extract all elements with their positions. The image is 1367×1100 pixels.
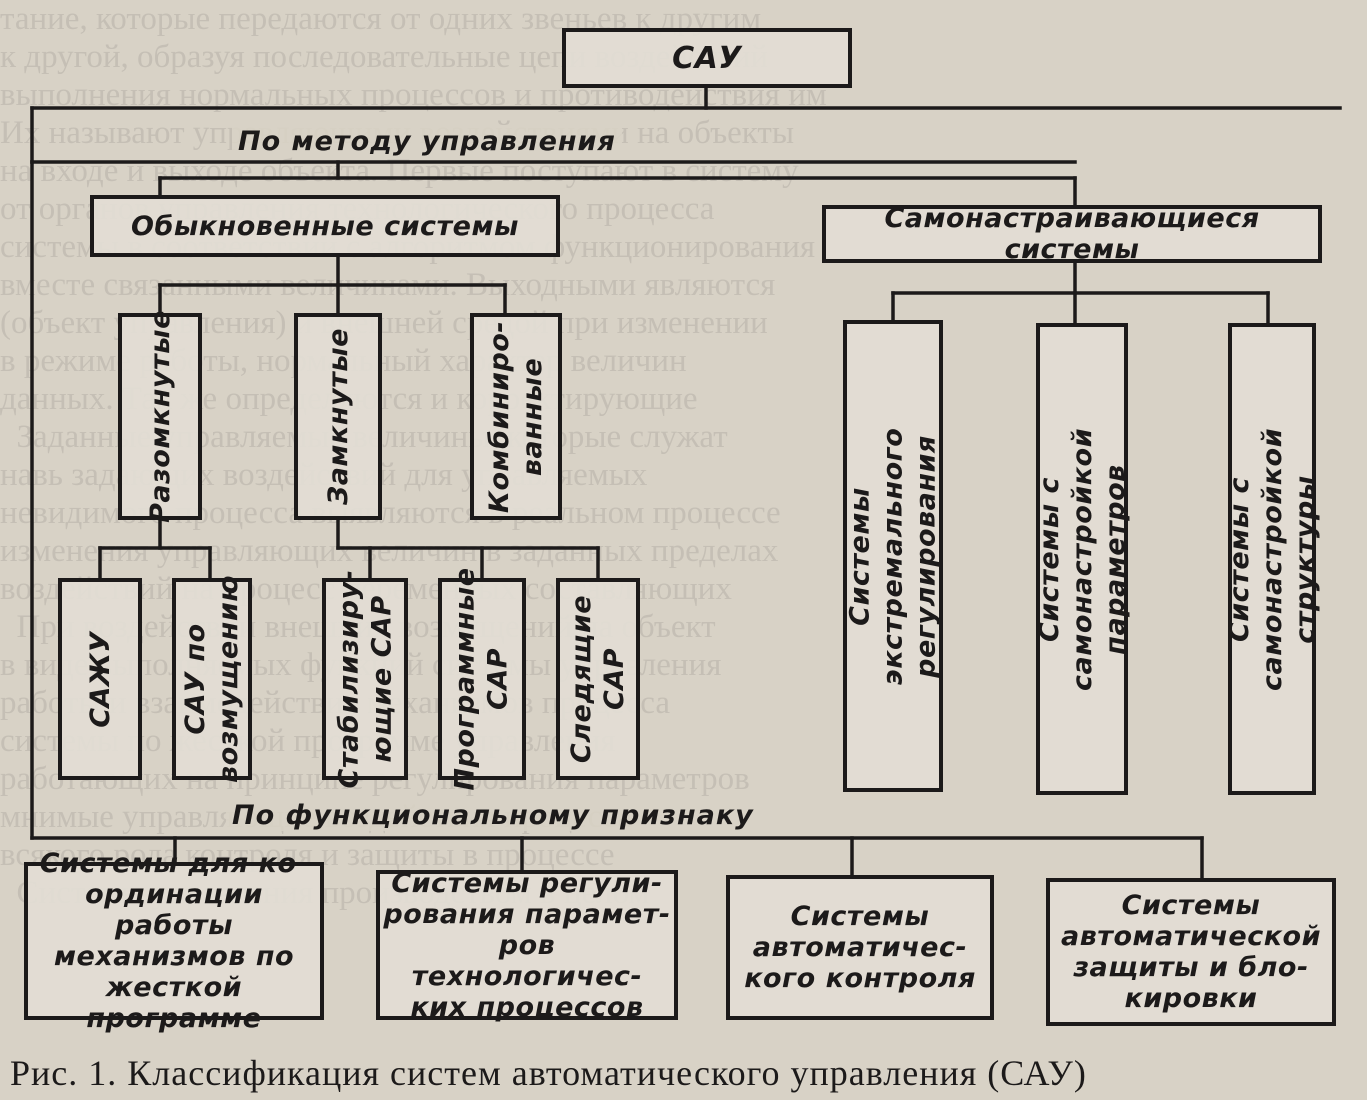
protection-label: Системы автоматической защиты и бло- кир… (1060, 890, 1321, 1014)
program-node: Программные САР (438, 567, 526, 791)
struct-adapt-label: Системы с самонастройкой структуры (1223, 427, 1321, 691)
extremal-label: Системы экстремального регулирования (844, 427, 942, 685)
sau-disturbance-node: САУ по возмущению (172, 575, 252, 783)
control-node: Системы автоматичес- кого контроля (726, 875, 994, 1020)
combined-node: Комбиниро- ванные (470, 313, 562, 520)
sazhu-label: САЖУ (84, 630, 116, 728)
sazhu-node: САЖУ (58, 578, 142, 780)
program-label: Программные САР (450, 567, 514, 791)
open-loop-node: Разомкнутые (118, 310, 202, 523)
coordination-label: Системы для ко- ординации работы механиз… (39, 848, 309, 1034)
tracking-label: Следящие САР (566, 594, 630, 764)
regulation-node: Системы регули- рования парамет- ров тех… (376, 867, 678, 1023)
closed-loop-label: Замкнутые (322, 328, 354, 505)
root-node: САУ (562, 28, 852, 88)
stabilizing-label: Стабилизиру- ющие САР (333, 569, 398, 789)
regulation-label: Системы регули- рования парамет- ров тех… (383, 867, 671, 1023)
param-adapt-node: Системы с самонастройкой параметров (1034, 323, 1131, 795)
protection-node: Системы автоматической защиты и бло- кир… (1046, 878, 1336, 1026)
closed-loop-node: Замкнутые (294, 313, 382, 520)
figure-caption: Рис. 1. Классификация систем автоматичес… (10, 1053, 1087, 1093)
method-label: По методу управления (232, 126, 622, 157)
functional-label: По функциональному признаку (226, 800, 760, 831)
ordinary-systems-label: Обыкновенные системы (131, 210, 519, 242)
open-loop-label: Разомкнутые (144, 310, 176, 523)
ordinary-systems-node: Обыкновенные системы (90, 195, 560, 257)
struct-adapt-node: Системы с самонастройкой структуры (1224, 323, 1321, 795)
root-node-label: САУ (672, 40, 742, 76)
adaptive-systems-label: Самонастраивающиеся системы (884, 203, 1260, 265)
combined-label: Комбиниро- ванные (484, 320, 548, 513)
tracking-node: Следящие САР (556, 578, 640, 780)
adaptive-systems-node: Самонастраивающиеся системы (822, 203, 1322, 265)
coordination-node: Системы для ко- ординации работы механиз… (24, 848, 324, 1034)
stabilizing-node: Стабилизиру- ющие САР (322, 570, 408, 788)
sau-disturbance-label: САУ по возмущению (180, 575, 245, 783)
control-label: Системы автоматичес- кого контроля (744, 901, 976, 994)
extremal-node: Системы экстремального регулирования (843, 320, 943, 792)
param-adapt-label: Системы с самонастройкой параметров (1033, 427, 1131, 691)
